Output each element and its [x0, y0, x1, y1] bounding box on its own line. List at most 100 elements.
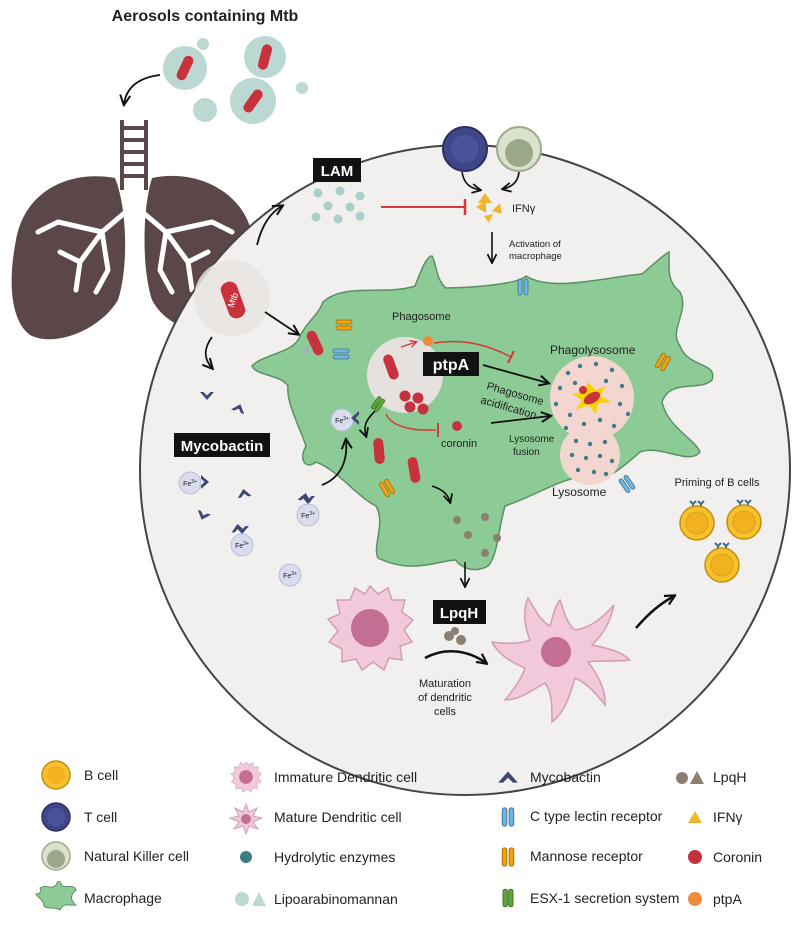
ptpa-secretion-arrow — [400, 342, 416, 348]
legend-item-hydrolytic: Hydrolytic enzymes — [240, 849, 395, 865]
lpqh-tag — [433, 600, 486, 624]
nk-cell — [496, 126, 542, 172]
t-cell — [442, 126, 488, 172]
svg-text:Fe3+: Fe3+ — [301, 511, 315, 520]
fe-mycobactin-complexes: Fe3+ Fe3+ Fe3+ Fe3+ Fe3+ — [178, 408, 359, 587]
mtb-to-lam-arrow — [256, 206, 282, 246]
legend-item-mature-dc: Mature Dendritic cell — [228, 802, 402, 836]
mtb-fragment — [579, 386, 587, 394]
coronin-molecule — [452, 421, 462, 431]
mtb-to-mycobactin-arrow — [206, 336, 212, 368]
legend-item-immature-dc: Immature Dendritic cell — [230, 761, 417, 793]
lysosome-fusion-arrow — [490, 416, 550, 424]
priming-label: Priming of B cells — [675, 477, 760, 489]
phagosome-label: Phagosome — [392, 311, 451, 323]
legend-label: C type lectin receptor — [530, 808, 663, 824]
svg-text:Fe3+: Fe3+ — [335, 416, 349, 425]
lpqh-release-arrow — [431, 485, 450, 502]
activation-label-1: Activation of — [509, 239, 561, 250]
svg-text:Fe3+: Fe3+ — [235, 541, 249, 550]
maturation-label-3: cells — [434, 706, 457, 718]
legend-label: Macrophage — [84, 890, 162, 906]
aerosol-droplets — [163, 36, 308, 124]
inhibit-bar — [507, 350, 515, 364]
lpqh-molecules — [444, 627, 466, 645]
legend-label: Coronin — [713, 849, 762, 865]
immature-dc-icon — [230, 761, 262, 793]
legend-item-mycobactin: Mycobactin — [498, 769, 601, 785]
svg-text:Fe3+: Fe3+ — [183, 479, 197, 488]
fe-uptake-arrow — [321, 440, 346, 486]
lam-triangle — [300, 345, 310, 357]
lpqh-molecules — [453, 513, 501, 557]
coronin-cluster — [399, 390, 429, 415]
legend-label: Lipoarabinomannan — [274, 891, 398, 907]
legend-label: Natural Killer cell — [84, 848, 189, 864]
legend-item-ptpa: ptpA — [688, 891, 742, 907]
phagosome-acidification-arrow — [482, 364, 548, 383]
mature-dc-icon — [228, 802, 264, 836]
lysosome-fusion-label-2: fusion — [513, 447, 540, 458]
lysosome — [560, 425, 620, 485]
legend-label: Mature Dendritic cell — [274, 809, 402, 825]
maturation-label-2: of dendritic — [418, 692, 472, 704]
mannose-receptor-icon — [501, 847, 515, 867]
legend-label: T cell — [84, 809, 117, 825]
legend-label: Mannose receptor — [530, 848, 643, 864]
b-cell-icon — [41, 760, 71, 790]
legend-item-b-cell: B cell — [41, 760, 118, 790]
hydrolytic-enzymes — [553, 361, 631, 477]
legend-label: Mycobactin — [530, 769, 601, 785]
mycobactin-tag — [174, 433, 270, 457]
lysosome-label: Lysosome — [552, 485, 607, 499]
hydrolytic-enzyme-icon — [240, 851, 252, 863]
lpqh-icon — [676, 771, 704, 784]
mtb-label: Mtb — [226, 291, 241, 309]
lungs-illustration — [11, 120, 254, 340]
ifng-label: IFNγ — [512, 203, 536, 215]
lam-label: LAM — [321, 163, 354, 180]
lam-icon — [235, 892, 266, 906]
legend-item-coronin: Coronin — [688, 849, 762, 865]
ptpa-inhibits-acidification — [433, 340, 512, 358]
mtb-to-macrophage-arrow — [264, 311, 298, 334]
c-type-lectin-icon — [501, 807, 515, 827]
legend-item-lpqh: LpqH — [676, 769, 746, 785]
legend-label: ESX-1 secretion system — [530, 890, 679, 906]
inhale-arrow — [124, 74, 161, 104]
lpqh-label: LpqH — [440, 605, 478, 622]
maturation-label-1: Maturation — [419, 678, 471, 690]
esx1-to-bacteria-arrow — [365, 410, 376, 436]
t-cell-icon — [41, 802, 71, 832]
macrophage-icon — [35, 880, 78, 911]
legend-label: B cell — [84, 767, 118, 783]
legend-label: LpqH — [713, 769, 746, 785]
phagolysosome-label: Phagolysosome — [550, 343, 636, 357]
dc-to-bcell-arrow — [635, 596, 674, 629]
svg-text:Fe3+: Fe3+ — [283, 571, 297, 580]
ifng-molecules — [476, 193, 502, 223]
legend-item-t-cell: T cell — [41, 802, 117, 832]
legend-label: IFNγ — [713, 809, 743, 825]
legend-item-lam: Lipoarabinomannan — [235, 891, 398, 907]
lam-tag — [313, 158, 361, 182]
legend-item-macrophage: Macrophage — [35, 880, 162, 911]
diagram-title: Aerosols containing Mtb — [112, 8, 299, 25]
maturation-arrow — [424, 650, 486, 663]
lysosome-fusion-label-1: Lysosome — [509, 434, 555, 445]
nk-cell-arrow — [503, 171, 520, 189]
mycobactin-label: Mycobactin — [181, 438, 264, 455]
mtb-bacterium — [583, 391, 601, 405]
legend-label: ptpA — [713, 891, 742, 907]
nk-cell-icon — [41, 841, 71, 871]
ptpa-inhibits-coronin — [385, 413, 437, 431]
legend-item-nk-cell: Natural Killer cell — [41, 841, 189, 871]
coronin-icon — [688, 850, 702, 864]
ptpa-label: ptpA — [433, 357, 470, 374]
coronin-label: coronin — [441, 438, 477, 450]
ifng-icon — [688, 811, 702, 823]
lam-particles — [311, 186, 365, 224]
ptpa-molecule — [423, 336, 433, 346]
legend-label: Hydrolytic enzymes — [274, 849, 395, 865]
